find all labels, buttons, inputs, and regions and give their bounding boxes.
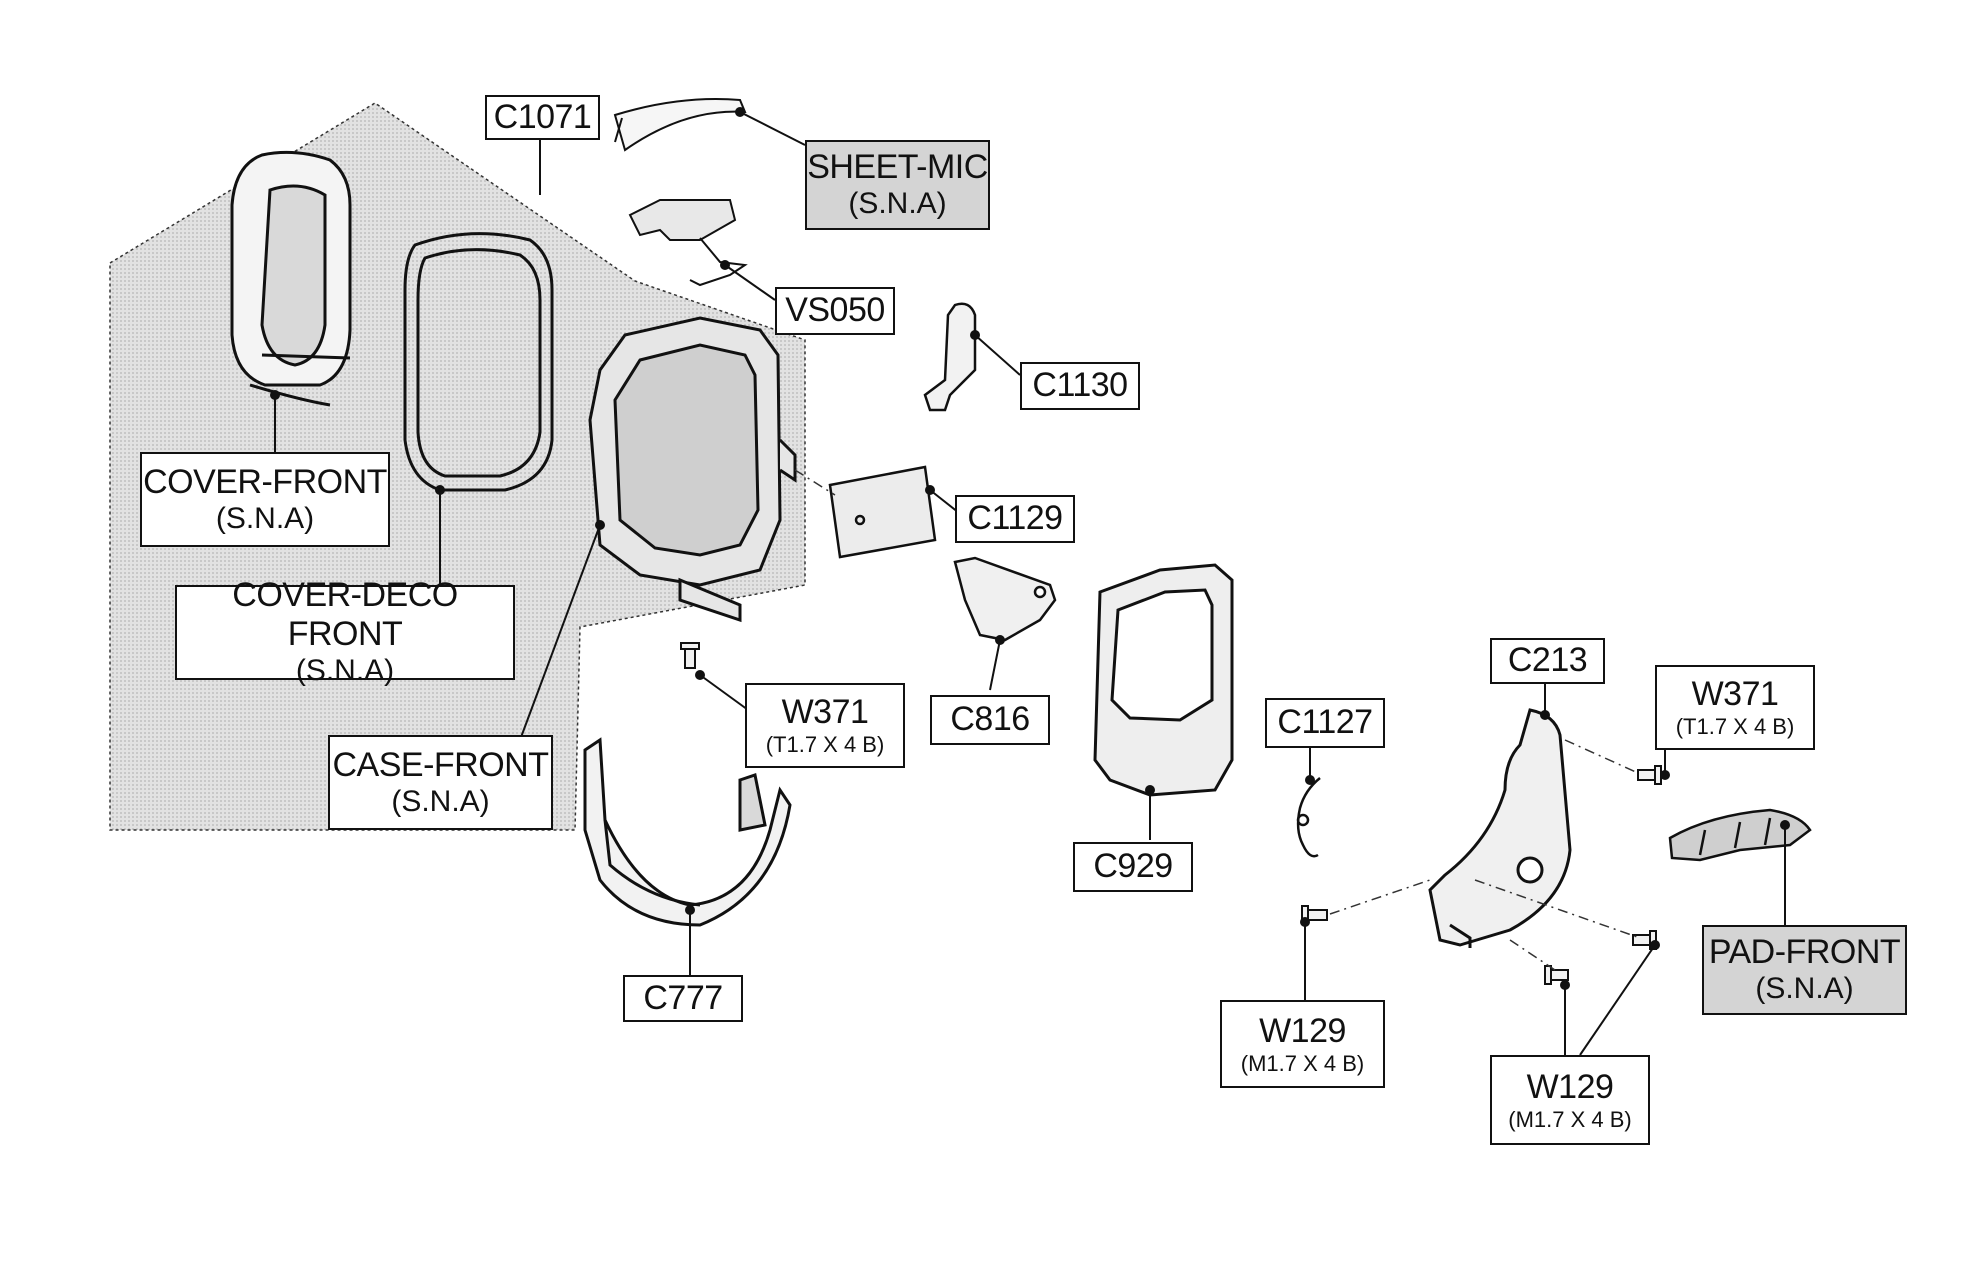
label-c1130-text: C1130: [1032, 366, 1128, 405]
label-case-front-sub: (S.N.A): [391, 784, 490, 818]
label-case-front: CASE-FRONT (S.N.A): [328, 735, 553, 830]
sheet-mic-part: [613, 98, 747, 152]
label-pad-front-sub: (S.N.A): [1755, 972, 1854, 1006]
label-sheet-mic: SHEET-MIC (S.N.A): [805, 140, 990, 230]
label-case-front-text: CASE-FRONT: [332, 745, 550, 784]
label-w371-left-text: W371: [781, 693, 869, 732]
label-cover-deco-front-sub: (S.N.A): [295, 654, 395, 688]
label-w371-right: W371 (T1.7 X 4 B): [1655, 665, 1815, 750]
label-w129-right-spec: (M1.7 X 4 B): [1508, 1106, 1632, 1132]
c777-part: [583, 737, 792, 927]
label-c1129-text: C1129: [967, 499, 1063, 538]
label-w371-right-spec: (T1.7 X 4 B): [1675, 714, 1795, 740]
label-pad-front-text: PAD-FRONT: [1708, 933, 1901, 972]
c929-part: [1093, 563, 1234, 797]
c816-part: [953, 556, 1057, 642]
label-cover-front: COVER-FRONT (S.N.A): [140, 452, 390, 547]
label-vs050-text: VS050: [785, 291, 885, 330]
label-cover-front-sub: (S.N.A): [215, 501, 315, 535]
label-cover-deco-front-text: COVER-DECO FRONT: [232, 576, 458, 654]
c1129-part: [828, 465, 937, 559]
leader-dots: [270, 107, 1790, 990]
label-c929: C929: [1073, 842, 1193, 892]
label-cover-front-text: COVER-FRONT: [143, 462, 387, 501]
label-sheet-mic-sub: (S.N.A): [848, 187, 947, 221]
label-pad-front: PAD-FRONT (S.N.A): [1702, 925, 1907, 1015]
label-c213: C213: [1490, 638, 1605, 684]
label-vs050: VS050: [775, 287, 895, 335]
cover-deco-front-part: [403, 232, 554, 492]
label-c816-text: C816: [950, 700, 1030, 739]
c213-part: [1428, 708, 1572, 948]
vs050-part: [628, 199, 748, 287]
screw-w371-right: [1637, 765, 1662, 785]
label-c777-text: C777: [643, 978, 723, 1017]
label-w371-left: W371 (T1.7 X 4 B): [745, 683, 905, 768]
label-cover-deco-front: COVER-DECO FRONT (S.N.A): [175, 576, 515, 687]
c1130-part: [923, 302, 977, 412]
label-w129-right-text: W129: [1526, 1067, 1614, 1106]
pad-front-part: [1668, 808, 1812, 862]
label-w371-left-spec: (T1.7 X 4 B): [765, 732, 885, 758]
label-c1127-text: C1127: [1277, 703, 1373, 742]
label-c213-text: C213: [1507, 641, 1588, 680]
label-w129-left-spec: (M1.7 X 4 B): [1240, 1050, 1365, 1076]
label-c1127: C1127: [1265, 698, 1385, 748]
screw-w129-left: [1301, 905, 1328, 925]
screw-w371-left: [680, 642, 700, 669]
case-front-part: [588, 316, 797, 623]
label-c929-text: C929: [1093, 847, 1173, 886]
label-c1071-text: C1071: [493, 97, 592, 136]
cover-front-part: [230, 150, 352, 407]
c1127-part: [1296, 777, 1321, 858]
label-w371-right-text: W371: [1691, 675, 1779, 714]
label-c1071: C1071: [485, 95, 600, 140]
label-c777: C777: [623, 975, 743, 1022]
label-c1130: C1130: [1020, 362, 1140, 410]
label-w129-right: W129 (M1.7 X 4 B): [1490, 1055, 1650, 1145]
label-w129-left: W129 (M1.7 X 4 B): [1220, 1000, 1385, 1088]
label-w129-left-text: W129: [1259, 1011, 1346, 1050]
label-c1129: C1129: [955, 495, 1075, 543]
alignment-lines: [794, 469, 1641, 971]
label-c816: C816: [930, 695, 1050, 745]
label-sheet-mic-text: SHEET-MIC: [807, 148, 988, 187]
